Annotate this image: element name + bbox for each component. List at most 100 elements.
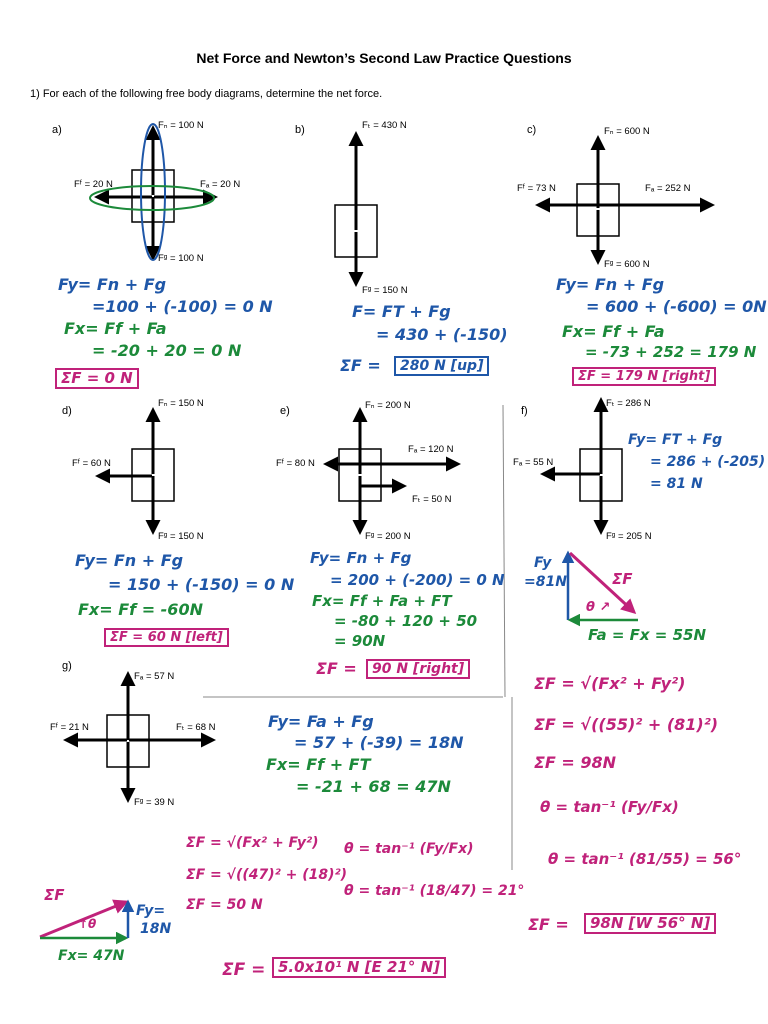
diagram-d-drawing <box>95 407 175 535</box>
work-d-fy-equation: Fy= Fn + Fg <box>75 551 184 570</box>
diagram-f-label: f) <box>521 405 528 417</box>
work-g-fy-equation: Fy= Fa + Fg <box>268 712 374 731</box>
diagram-g-top-force: Fₐ = 57 N <box>134 671 175 682</box>
work-f-fy-result: = 286 + (-205) <box>650 454 766 470</box>
diagram-c-drawing <box>535 135 715 265</box>
diagram-c-bottom-force: Fᵍ = 600 N <box>604 259 650 270</box>
work-g-triangle-theta: ↑θ <box>78 917 97 931</box>
diagram-f-left-force: Fₐ = 55 N <box>513 457 554 468</box>
work-a-fy-result: =100 + (-100) = 0 N <box>92 297 273 316</box>
diagram-d-top-force: Fₙ = 150 N <box>158 398 204 409</box>
work-b-net-prefix: ΣF = <box>340 356 381 375</box>
diagram-g-label: g) <box>62 660 72 672</box>
work-a-fx-equation: Fx= Ff + Fa <box>64 319 167 338</box>
work-d-fx-equation: Fx= Ff = -60N <box>78 600 203 619</box>
diagram-f-drawing <box>540 397 623 535</box>
work-c-fy-result: = 600 + (-600) = 0N <box>586 297 767 316</box>
diagram-f-top-force: Fₜ = 286 N <box>606 398 651 409</box>
work-e-fy-equation: Fy= Fn + Fg <box>310 549 412 567</box>
work-d-fy-result: = 150 + (-150) = 0 N <box>108 575 295 594</box>
diagram-e-top-force: Fₙ = 200 N <box>365 400 411 411</box>
work-f-triangle-fy: Fy <box>534 555 552 571</box>
diagram-g-bottom-force: Fᵍ = 39 N <box>134 797 175 808</box>
diagram-a-left-force: Fᶠ = 20 N <box>74 179 113 190</box>
diagram-b-drawing <box>334 131 378 287</box>
work-c-fx-result: = -73 + 252 = 179 N <box>585 343 757 361</box>
work-e-fx-result: = -80 + 120 + 50 <box>334 612 478 630</box>
diagram-d-bottom-force: Fᵍ = 150 N <box>158 531 204 542</box>
work-f-net-force: 98N [W 56° N] <box>584 913 717 934</box>
diagram-c-left-force: Fᶠ = 73 N <box>517 183 556 194</box>
work-g-magnitude-formula: ΣF = √(Fx² + Fy²) <box>186 835 319 851</box>
diagram-f-bottom-force: Fᵍ = 205 N <box>606 531 652 542</box>
diagram-e-right2-force: Fₜ = 50 N <box>412 494 452 505</box>
work-e-net-prefix: ΣF = <box>316 659 357 678</box>
diagram-d-label: d) <box>62 405 72 417</box>
work-g-triangle-fy: Fy= <box>136 903 166 919</box>
diagram-g-drawing <box>63 671 216 803</box>
work-g-triangle-fx: Fx= 47N <box>58 948 125 964</box>
work-g-triangle-sf: ΣF <box>44 886 65 904</box>
diagram-c-top-force: Fₙ = 600 N <box>604 126 650 137</box>
diagram-a-label: a) <box>52 124 62 136</box>
work-f-magnitude-result: ΣF = 98N <box>534 753 617 772</box>
work-g-triangle-fy-value: 18N <box>140 921 172 937</box>
triangle-g <box>39 899 135 945</box>
work-a-fy-equation: Fy= Fn + Fg <box>58 275 167 294</box>
diagram-b-bottom-force: Fᵍ = 150 N <box>362 285 408 296</box>
diagram-b-top-force: Fₜ = 430 N <box>362 120 407 131</box>
diagram-b-label: b) <box>295 124 305 136</box>
work-f-triangle-fa: Fa = Fx = 55N <box>588 626 707 644</box>
work-f-triangle-fy-value: =81N <box>524 574 567 590</box>
work-g-fx-equation: Fx= Ff + FT <box>266 755 371 774</box>
diagram-a-bottom-force: Fᵍ = 100 N <box>158 253 204 264</box>
work-a-net-force: ΣF = 0 N <box>55 368 139 389</box>
work-f-magnitude-formula: ΣF = √(Fx² + Fy²) <box>534 674 686 693</box>
work-c-fx-equation: Fx= Ff + Fa <box>562 322 665 341</box>
work-c-fy-equation: Fy= Fn + Fg <box>556 275 665 294</box>
work-f-fy-total: = 81 N <box>650 476 703 492</box>
work-a-fx-result: = -20 + 20 = 0 N <box>92 341 242 360</box>
work-e-net-force: 90 N [right] <box>366 659 471 679</box>
work-e-fx-total: = 90N <box>334 632 386 650</box>
work-g-magnitude-sub: ΣF = √((47)² + (18)²) <box>186 867 348 883</box>
diagram-a-right-force: Fₐ = 20 N <box>200 179 241 190</box>
work-c-net-force: ΣF = 179 N [right] <box>572 367 717 386</box>
diagram-e-label: e) <box>280 405 290 417</box>
work-g-net-force: 5.0x10¹ N [E 21° N] <box>272 957 447 978</box>
diagram-c-right-force: Fₐ = 252 N <box>645 183 691 194</box>
work-f-triangle-theta: θ ↗ <box>586 600 611 615</box>
work-e-fx-equation: Fx= Ff + Fa + FT <box>312 592 452 610</box>
diagram-e-drawing <box>323 407 461 535</box>
triangle-f <box>561 550 638 627</box>
diagram-a-drawing <box>89 123 218 261</box>
work-g-magnitude-result: ΣF = 50 N <box>186 897 263 913</box>
diagram-e-right-force: Fₐ = 120 N <box>408 444 454 455</box>
work-f-fy-equation: Fy= FT + Fg <box>628 432 723 448</box>
diagram-a-top-force: Fₙ = 100 N <box>158 120 204 131</box>
work-b-f-result: = 430 + (-150) <box>376 325 508 344</box>
work-g-fx-result: = -21 + 68 = 47N <box>296 777 451 796</box>
diagram-g-right-force: Fₜ = 68 N <box>176 722 216 733</box>
work-f-magnitude-sub: ΣF = √((55)² + (81)²) <box>534 715 719 734</box>
diagram-d-left-force: Fᶠ = 60 N <box>72 458 111 469</box>
work-f-net-prefix: ΣF = <box>528 915 569 934</box>
work-b-f-equation: F= FT + Fg <box>352 302 451 321</box>
work-g-angle-result: θ = tan⁻¹ (18/47) = 21° <box>344 883 525 899</box>
diagram-e-left-force: Fᶠ = 80 N <box>276 458 315 469</box>
work-g-net-prefix: ΣF = <box>222 960 266 980</box>
work-f-triangle-sf: ΣF <box>612 570 633 588</box>
diagram-c-label: c) <box>527 124 537 136</box>
page-title: Net Force and Newton’s Second Law Practi… <box>196 50 572 66</box>
work-f-angle-formula: θ = tan⁻¹ (Fy/Fx) <box>540 798 679 816</box>
work-f-angle-result: θ = tan⁻¹ (81/55) = 56° <box>548 850 742 868</box>
work-g-fy-result: = 57 + (-39) = 18N <box>294 733 464 752</box>
work-g-angle-formula: θ = tan⁻¹ (Fy/Fx) <box>344 841 474 857</box>
question-text: 1) For each of the following free body d… <box>30 88 383 100</box>
diagram-e-bottom-force: Fᵍ = 200 N <box>365 531 411 542</box>
diagram-g-left-force: Fᶠ = 21 N <box>50 722 89 733</box>
work-e-fy-result: = 200 + (-200) = 0 N <box>330 571 505 589</box>
work-d-net-force: ΣF = 60 N [left] <box>104 628 229 647</box>
work-b-net-force: 280 N [up] <box>394 356 490 376</box>
